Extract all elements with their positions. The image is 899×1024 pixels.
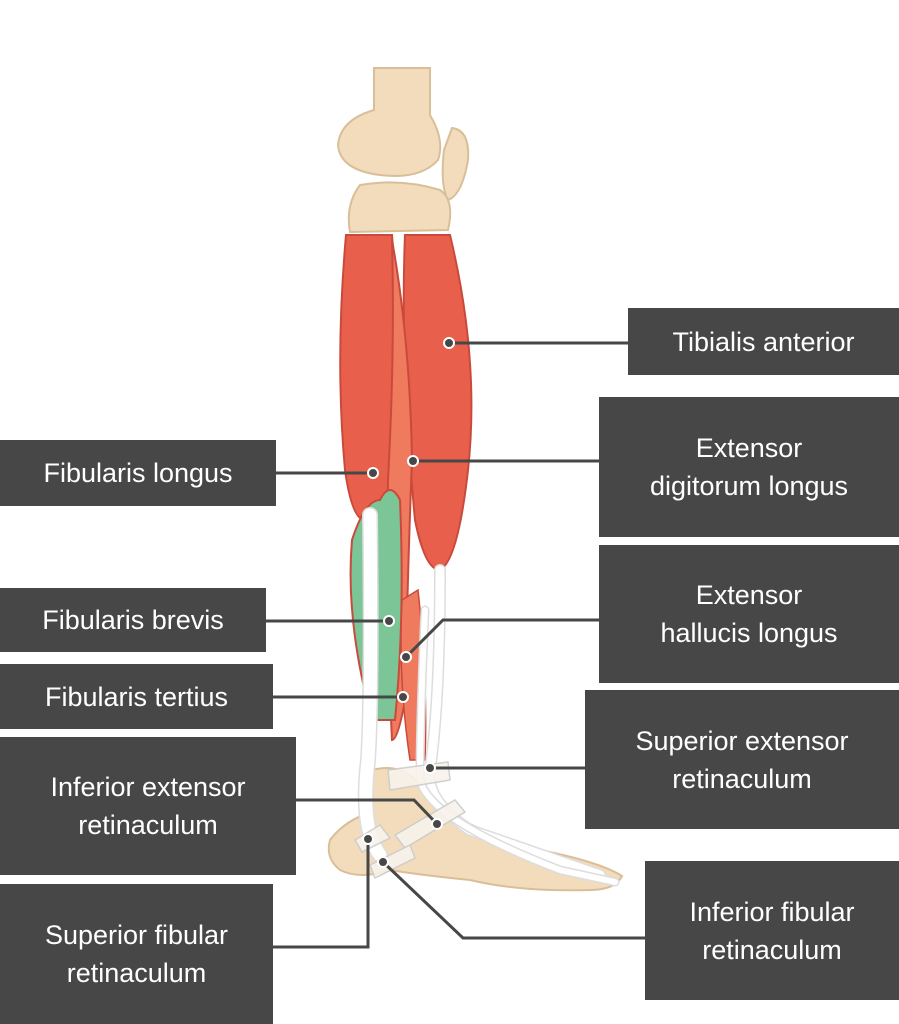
label-text: digitorum longus [649, 471, 849, 501]
label-text: Fibularis brevis [42, 605, 224, 635]
label-text: Tibialis anterior [672, 326, 855, 357]
label-text: Extensor [695, 580, 803, 610]
knee-bones [336, 67, 470, 234]
label-inferior-extensor-retinaculum: Inferior extensor retinaculum [0, 737, 296, 875]
label-text: Superior fibular [44, 920, 229, 950]
label-extensor-hallucis-longus: Extensor hallucis longus [599, 545, 899, 683]
label-text: Fibularis longus [43, 458, 233, 488]
tibialis-anterior-muscle [402, 234, 473, 572]
label-fibularis-brevis: Fibularis brevis [0, 588, 266, 652]
label-superior-fibular-retinaculum: Superior fibular retinaculum [0, 884, 273, 1024]
leader-lines [266, 341, 645, 949]
label-text: hallucis longus [660, 618, 838, 648]
label-text: Extensor [695, 433, 803, 463]
label-extensor-digitorum-longus: Extensor digitorum longus [599, 397, 899, 537]
label-text: Superior extensor [635, 725, 849, 756]
label-text: retinaculum [66, 958, 207, 988]
label-text: Fibularis tertius [44, 681, 229, 712]
label-fibularis-tertius: Fibularis tertius [0, 664, 273, 729]
label-text: Inferior extensor [50, 772, 246, 802]
label-text: retinaculum [702, 934, 842, 965]
label-text: retinaculum [672, 763, 812, 794]
label-superior-extensor-retinaculum: Superior extensor retinaculum [585, 690, 899, 829]
label-text: Inferior fibular [689, 896, 855, 927]
label-text: retinaculum [78, 810, 218, 840]
label-fibularis-longus: Fibularis longus [0, 440, 276, 506]
muscles [339, 234, 473, 761]
label-tibialis-anterior: Tibialis anterior [628, 308, 899, 375]
leader-dots [362, 337, 455, 868]
label-inferior-fibular-retinaculum: Inferior fibular retinaculum [645, 861, 899, 1000]
